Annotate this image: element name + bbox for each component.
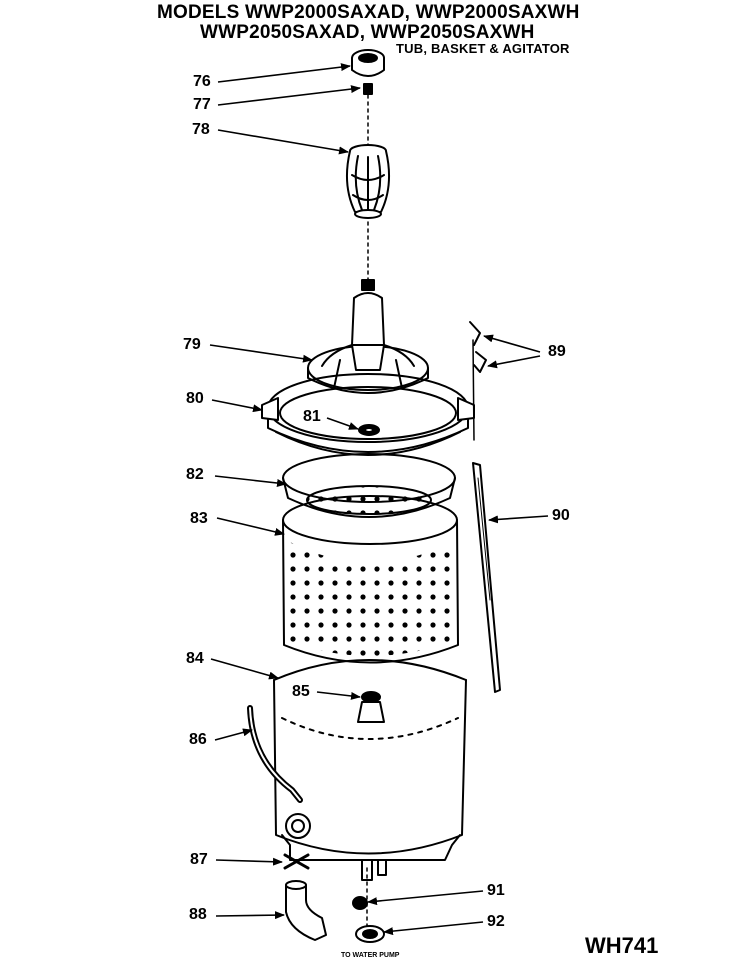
part-label-83: 83 [190, 510, 208, 527]
part-label-81: 81 [303, 408, 321, 425]
agitator-auger-part [345, 144, 391, 219]
part-label-79: 79 [183, 336, 201, 353]
seal-part [352, 896, 368, 910]
cap-bolt-part [363, 83, 373, 95]
part-label-82: 82 [186, 466, 204, 483]
part-label-87: 87 [190, 851, 208, 868]
part-label-84: 84 [186, 650, 204, 667]
outer-tub-part [273, 659, 467, 881]
tub-fitting-part [357, 691, 385, 723]
part-label-89: 89 [548, 343, 566, 360]
agitator-part [307, 279, 429, 394]
drain-hose-part [285, 880, 327, 941]
drawing-code: WH741 [585, 933, 659, 958]
clip-part [469, 321, 487, 441]
bottom-nut-part [355, 925, 385, 943]
part-label-80: 80 [186, 390, 204, 407]
part-label-85: 85 [292, 683, 310, 700]
part-label-91: 91 [487, 882, 505, 899]
part-label-92: 92 [487, 913, 505, 930]
water-pump-note: TO WATER PUMP [341, 952, 400, 959]
leader-lines [209, 63, 549, 936]
part-label-88: 88 [189, 906, 207, 923]
part-label-76: 76 [193, 73, 211, 90]
models-title-line1: MODELS WWP2000SAXAD, WWP2000SAXWH [157, 2, 580, 23]
tub-cover-part [261, 373, 475, 456]
section-title: TUB, BASKET & AGITATOR [396, 41, 570, 56]
part-label-77: 77 [193, 96, 211, 113]
air-hose-part [247, 705, 303, 803]
part-label-86: 86 [189, 731, 207, 748]
hose-clamp-part [283, 853, 310, 870]
center-nut-part [358, 424, 380, 436]
tub-outlet-part [285, 813, 311, 839]
basket-ring-part [282, 453, 456, 518]
wash-basket-part [282, 495, 459, 664]
part-label-78: 78 [192, 121, 210, 138]
models-title-line2: WWP2050SAXAD, WWP2050SAXWH [200, 22, 535, 43]
agitator-cap-part [351, 49, 385, 77]
shield-strap-part [472, 462, 501, 693]
part-label-90: 90 [552, 507, 570, 524]
